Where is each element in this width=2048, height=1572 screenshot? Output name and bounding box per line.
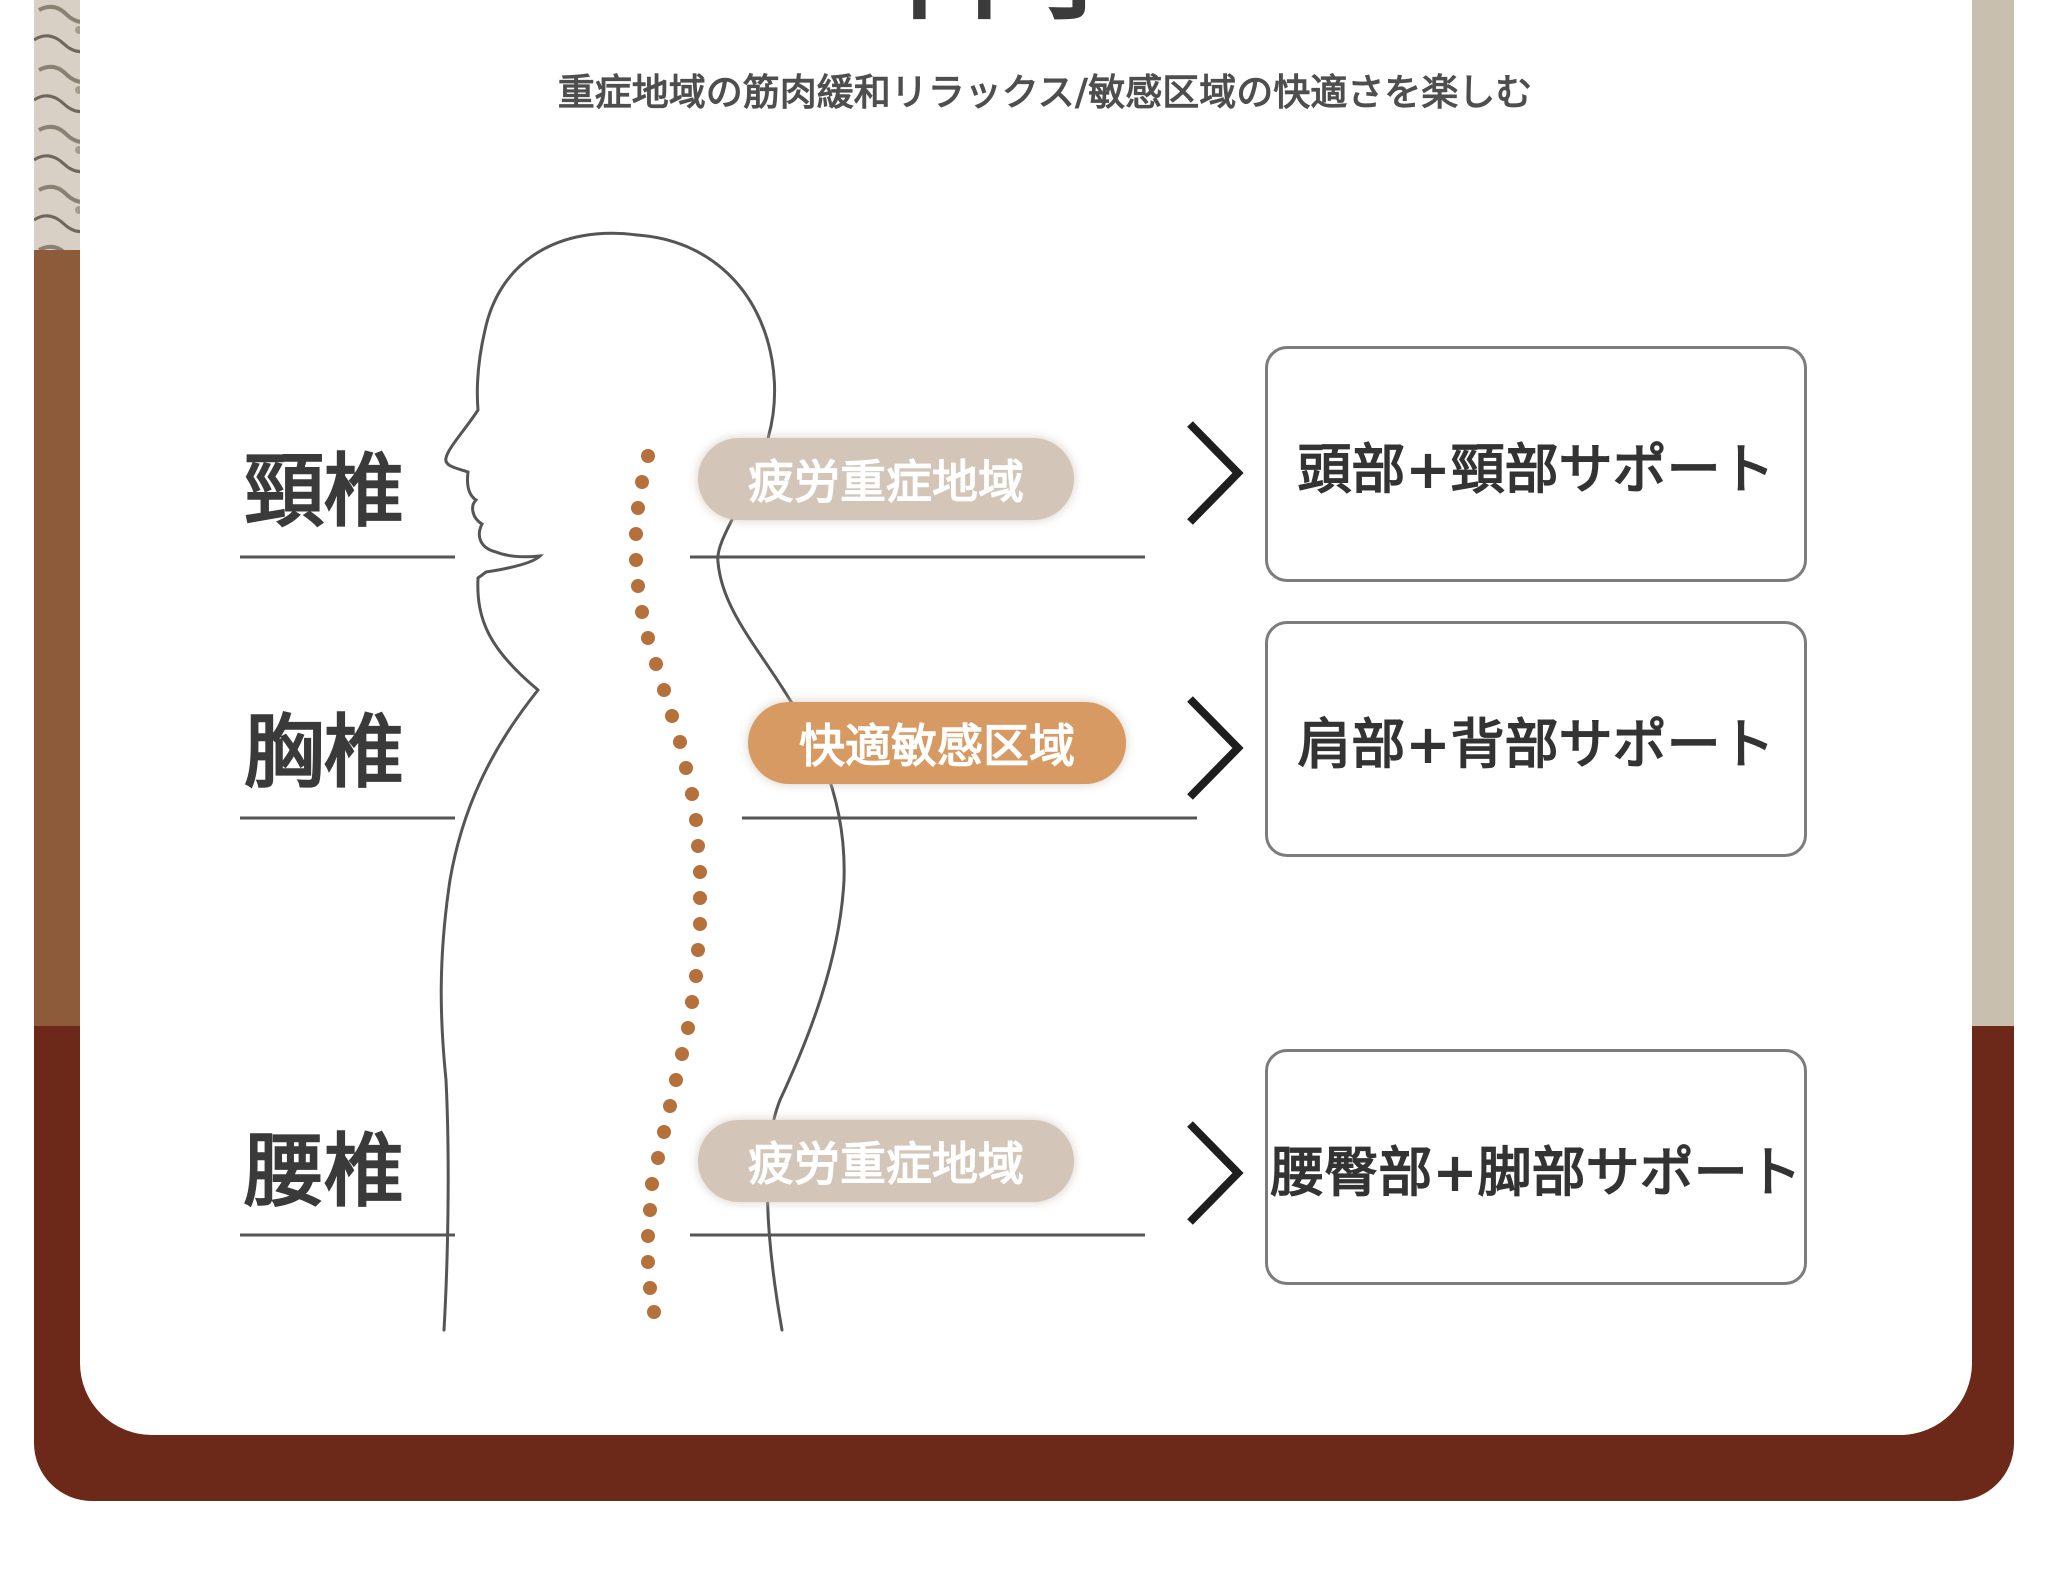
support-box-head-neck: 頭部+頸部サポート (1265, 346, 1807, 582)
zone-label-thoracic: 胸椎 (244, 706, 404, 799)
chevron-right-icon (1187, 1121, 1244, 1225)
silhouette-front-torso (439, 688, 540, 1332)
support-box-shoulder-back: 肩部+背部サポート (1265, 621, 1807, 857)
subtitle: 重症地域の筋肉緩和リラックス/敏感区域の快適さを楽しむ (557, 71, 1533, 114)
zone-label-lumbar: 腰椎 (244, 1125, 404, 1218)
spine-dots (629, 449, 707, 1319)
support-text: 腰臀部+脚部サポート (1270, 1140, 1802, 1204)
support-box-hip-leg: 腰臀部+脚部サポート (1265, 1049, 1807, 1285)
silhouette-back-torso (716, 560, 846, 1332)
silhouette-head-front (444, 231, 639, 580)
support-text: 頭部+頸部サポート (1297, 437, 1775, 501)
chevron-right-icon (1187, 696, 1244, 800)
silhouette-head-back (635, 233, 777, 564)
zone-pill-lumbar: 疲労重症地域 (698, 1120, 1074, 1202)
zone-pill-thoracic: 快適敏感区域 (748, 702, 1126, 784)
support-text: 肩部+背部サポート (1297, 712, 1775, 776)
page-title: 科学 (420, 0, 1620, 26)
zone-label-cervical: 頸椎 (244, 445, 404, 538)
zone-pill-cervical: 疲労重症地域 (698, 438, 1074, 520)
chevron-right-icon (1187, 421, 1244, 525)
silhouette-neck-front (476, 576, 540, 692)
